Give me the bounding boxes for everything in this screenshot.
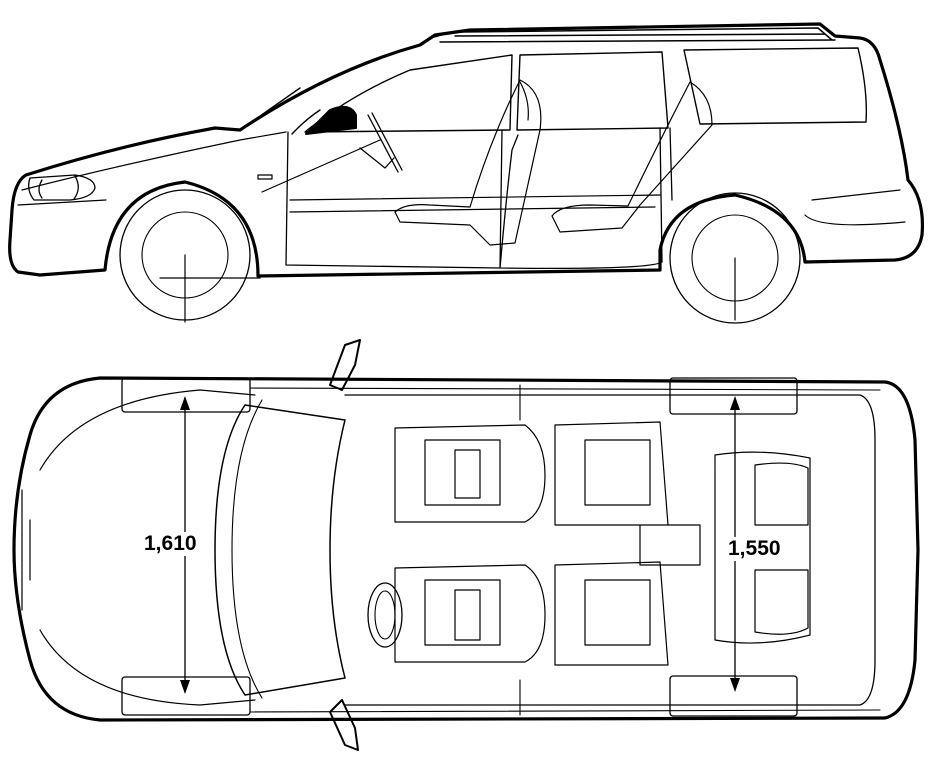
rear-track-label: 1,550 [726,537,783,561]
top-view [12,339,920,751]
front-track-arrow-top [180,396,190,410]
seatbelt [359,112,403,173]
side-sills [249,384,881,716]
top-body-outline [12,376,920,722]
right-mirror-top [329,699,359,751]
roof-rail [419,27,836,46]
side-view [8,22,925,324]
rear-track-arrow-bottom [730,678,740,692]
front-track-arrow-bottom [180,680,190,694]
cargo-area [714,451,811,644]
rear-seat-side [551,81,713,233]
steering-wheel [367,582,403,648]
rear-right-wheel-top [669,675,798,717]
door-handle [257,174,273,180]
side-crease-lines [17,131,906,226]
front-wheel-axis [159,254,261,323]
rear-left-wheel-top [669,377,798,415]
side-body-outline [8,22,925,278]
rear-wheel-outer [669,192,801,324]
door-lines [285,127,673,270]
front-left-wheel-top [121,377,251,413]
front-seat-side [394,79,542,246]
roof-outline [344,394,876,706]
steering-hub [374,590,396,640]
rear-track-arrow-top [730,396,740,410]
top-hood-lines [21,389,256,706]
side-windows [239,47,867,135]
front-right-wheel-top [121,676,251,716]
headlight [28,174,96,201]
windscreen [214,404,346,696]
front-track-label: 1,610 [142,532,199,556]
front-right-seat-top [394,564,546,663]
rear-seats-top [554,421,701,666]
side-mirror [305,105,357,135]
left-mirror-top [329,339,361,391]
front-left-seat-top [394,424,546,523]
windscreen-inner [231,399,263,699]
